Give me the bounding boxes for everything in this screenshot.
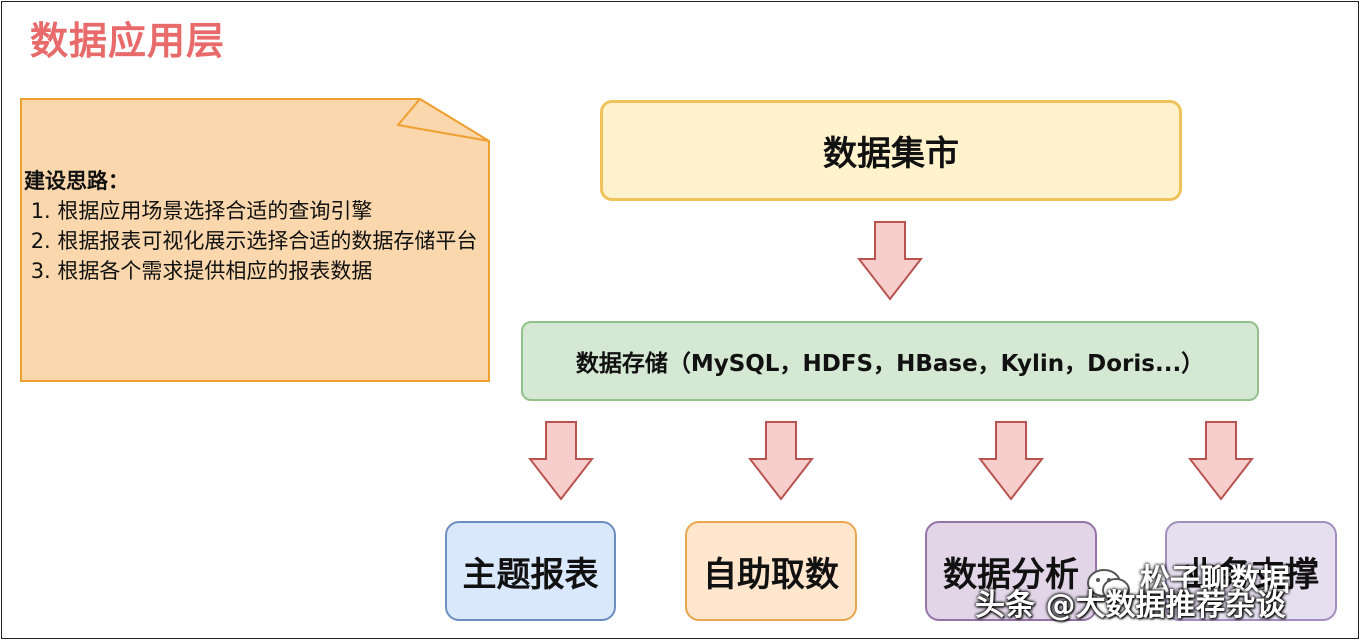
arrow-down-icon (857, 221, 923, 301)
page-title: 数据应用层 (30, 19, 226, 63)
theme-report-box: 主题报表 (445, 521, 616, 621)
sticky-note-shape (20, 98, 490, 382)
note-line-2: 2. 根据报表可视化展示选择合适的数据存储平台 (24, 229, 478, 253)
note-heading: 建设思路： (24, 169, 129, 193)
watermark-overlay: 松子聊数据 (1140, 563, 1290, 598)
arrow-down-icon (748, 421, 814, 501)
sticky-note: 建设思路： 1. 根据应用场景选择合适的查询引擎 2. 根据报表可视化展示选择合… (20, 98, 490, 383)
note-text: 建设思路： 1. 根据应用场景选择合适的查询引擎 2. 根据报表可视化展示选择合… (24, 166, 486, 286)
wechat-icon (1087, 569, 1130, 602)
note-line-1: 1. 根据应用场景选择合适的查询引擎 (24, 199, 373, 223)
data-storage-box: 数据存储（MySQL，HDFS，HBase，Kylin，Doris...） (521, 321, 1259, 401)
watermark-source: 头条 @大数据推荐杂谈 (975, 588, 1286, 623)
self-service-fetch-box: 自助取数 (685, 521, 857, 621)
arrow-down-icon (978, 421, 1044, 501)
business-support-box: 业务支撑 (1165, 521, 1337, 621)
data-mart-box: 数据集市 (600, 100, 1182, 201)
arrow-down-icon (528, 421, 594, 501)
arrow-down-icon (1188, 421, 1254, 501)
note-line-3: 3. 根据各个需求提供相应的报表数据 (24, 259, 373, 283)
data-analysis-box: 数据分析 (925, 521, 1097, 621)
